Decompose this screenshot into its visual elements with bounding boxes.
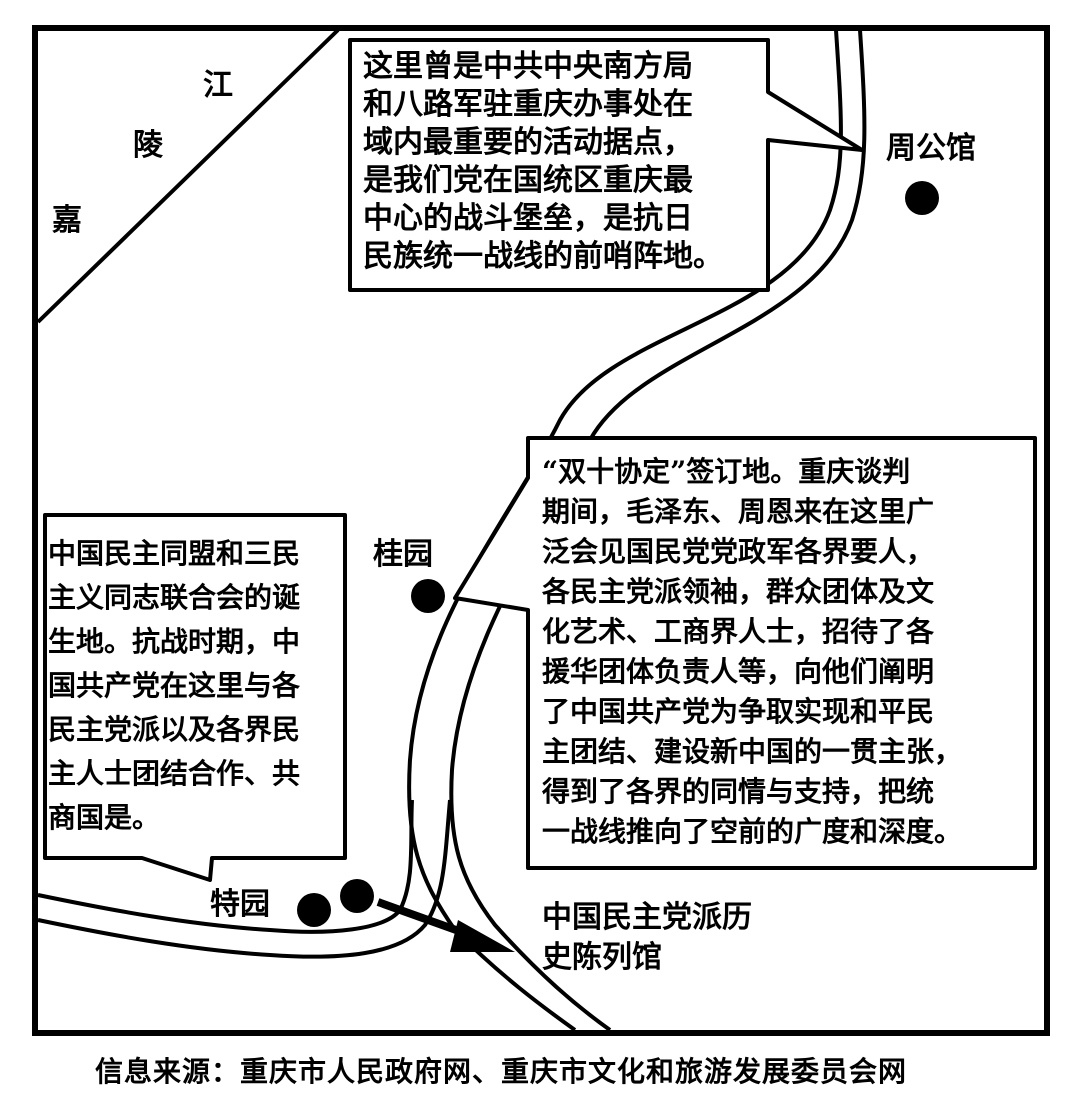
zhougongguan-dot[interactable] (905, 181, 939, 215)
place-label-teyuan[interactable]: 特园 (210, 887, 270, 922)
teyuan-dot[interactable] (297, 893, 331, 927)
place-label-zhougongguan[interactable]: 周公馆 (886, 131, 976, 166)
callout-text-zhougongguan: 这里曾是中共中央南方局 和八路军驻重庆办事处在 域内最重要的活动据点， 是我们党… (363, 49, 723, 274)
river-char-ling: 陵 (133, 128, 163, 163)
lower-road-south-edge (37, 799, 452, 959)
callout-box-guiyuan (453, 436, 1037, 870)
museum-arrow-head (450, 920, 515, 952)
museum-dot[interactable] (340, 879, 374, 913)
callout-text-guiyuan: “双十协定”签订地。重庆谈判 期间，毛泽东、周恩来在这里广 泛会见国民党党政军各… (542, 455, 963, 848)
museum-arrow-shaft (376, 898, 472, 939)
callout-box-teyuan (43, 513, 347, 882)
place-label-museum[interactable]: 中国民主党派历 史陈列馆 (542, 900, 752, 975)
jialing-river-bank (36, 28, 340, 324)
guiyuan-dot[interactable] (411, 579, 445, 613)
river-char-jiang: 江 (203, 68, 233, 103)
callout-box-zhougongguan (348, 38, 864, 292)
river-char-jia: 嘉 (52, 203, 82, 238)
place-label-guiyuan[interactable]: 桂园 (373, 537, 433, 572)
lower-road-north-edge (37, 799, 414, 934)
source-note: 信息来源：重庆市人民政府网、重庆市文化和旅游发展委员会网 (95, 1055, 908, 1088)
callout-text-teyuan: 中国民主同盟和三民 主义同志联合会的诞 生地。抗战时期，中 国共产党在这里与各 … (48, 537, 301, 834)
